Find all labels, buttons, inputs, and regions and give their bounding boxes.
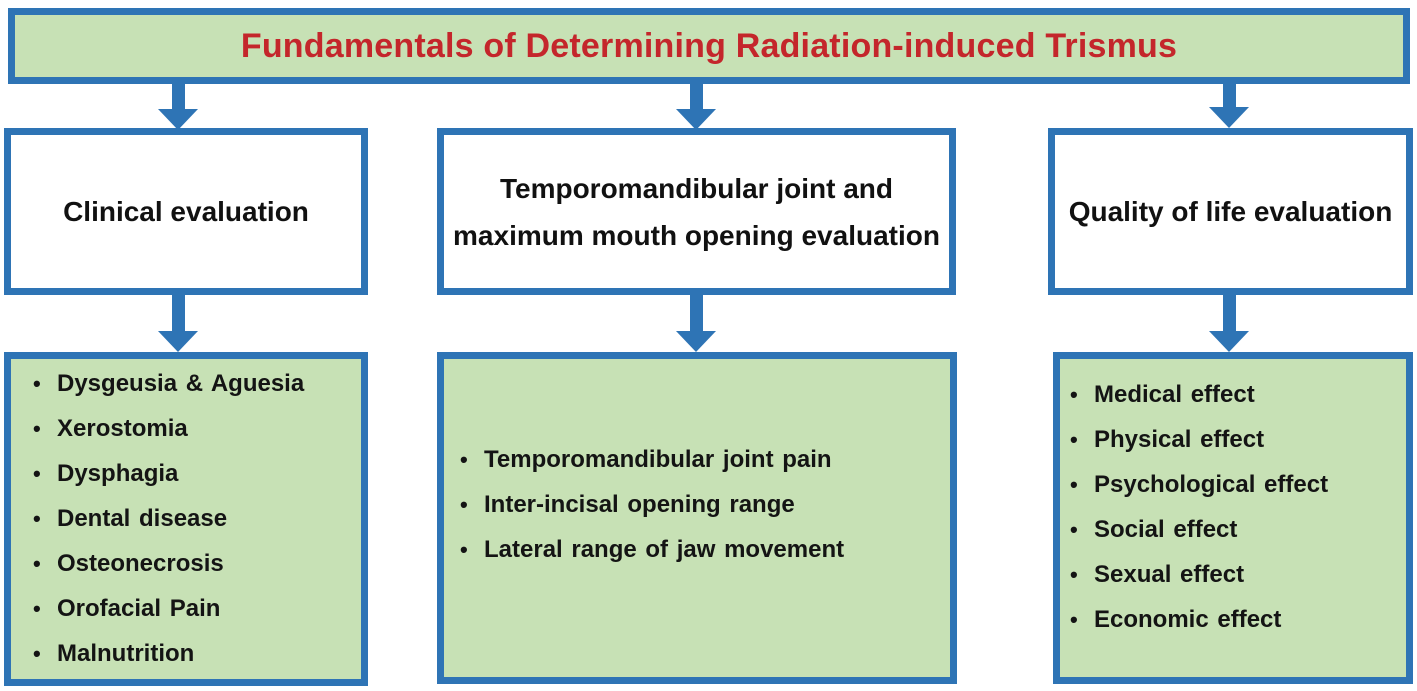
list-item: • Malnutrition: [27, 640, 355, 668]
list-item-label: Sexual effect: [1094, 561, 1245, 588]
bullet-icon: •: [1070, 562, 1078, 587]
header-box-clinical-evaluation: Clinical evaluation: [4, 128, 368, 295]
list-item: • Psychological effect: [1064, 471, 1402, 499]
list-item-label: Lateral range of jaw movement: [484, 536, 845, 563]
list-box-tmj-measurements: • Temporomandibular joint pain • Inter-inc…: [437, 352, 957, 684]
list-item: • Social effect: [1064, 516, 1402, 544]
list-item: • Medical effect: [1064, 381, 1402, 409]
list-item: • Temporomandibular joint pain: [454, 446, 944, 474]
list-item-label: Inter-incisal opening range: [484, 491, 795, 518]
list-item: • Physical effect: [1064, 426, 1402, 454]
list-item: • Osteonecrosis: [27, 550, 355, 578]
list-item-label: Dysgeusia & Aguesia: [57, 370, 305, 397]
header-text: Clinical evaluation: [63, 196, 309, 227]
bullet-icon: •: [460, 537, 468, 562]
list-item: • Economic effect: [1064, 606, 1402, 634]
bullet-list: • Temporomandibular joint pain • Inter-inc…: [444, 359, 950, 677]
bullet-icon: •: [1070, 607, 1078, 632]
list-item-label: Temporomandibular joint pain: [484, 446, 832, 473]
header-box-quality-of-life-evaluation: Quality of life evaluation: [1048, 128, 1413, 295]
header-box-tmj-mouth-opening-evaluation: Temporomandibular joint and maximum mouth…: [437, 128, 956, 295]
list-item-label: Psychological effect: [1094, 471, 1329, 498]
bullet-icon: •: [33, 461, 41, 486]
down-arrow-icon: [676, 295, 716, 352]
down-arrow-icon: [158, 84, 198, 130]
down-arrow-icon: [1209, 295, 1249, 352]
list-item: • Inter-incisal opening range: [454, 491, 944, 519]
list-item: • Lateral range of jaw movement: [454, 536, 944, 564]
list-item-label: Physical effect: [1094, 426, 1265, 453]
bullet-icon: •: [1070, 472, 1078, 497]
bullet-list: • Dysgeusia & Aguesia • Xerostomia • Dyspha…: [11, 359, 361, 679]
header-text: Quality of life evaluation: [1068, 196, 1393, 227]
bullet-icon: •: [460, 447, 468, 472]
header-text: Temporomandibular joint and: [499, 172, 894, 204]
list-box-clinical-findings: • Dysgeusia & Aguesia • Xerostomia • Dyspha…: [4, 352, 368, 686]
page-title: Fundamentals of Determining Radiation-in…: [240, 26, 1178, 65]
header-text: maximum mouth opening evaluation: [453, 219, 940, 251]
bullet-icon: •: [33, 551, 41, 576]
list-item: • Xerostomia: [27, 415, 355, 443]
bullet-icon: •: [1070, 382, 1078, 407]
list-item-label: Dental disease: [57, 505, 228, 532]
bullet-icon: •: [33, 371, 41, 396]
list-item-label: Social effect: [1094, 516, 1238, 543]
bullet-list: • Medical effect • Physical effect • Psycho…: [1060, 359, 1406, 677]
bullet-icon: •: [460, 492, 468, 517]
list-item: • Dental disease: [27, 505, 355, 533]
list-item: • Sexual effect: [1064, 561, 1402, 589]
bullet-icon: •: [33, 641, 41, 666]
list-item-label: Malnutrition: [57, 640, 195, 667]
list-item: • Dysphagia: [27, 460, 355, 488]
list-box-quality-of-life-effects: • Medical effect • Physical effect • Psycho…: [1053, 352, 1413, 684]
bullet-icon: •: [1070, 427, 1078, 452]
list-item: • Orofacial Pain: [27, 595, 355, 623]
bullet-icon: •: [33, 506, 41, 531]
down-arrow-icon: [158, 295, 198, 352]
list-item-label: Medical effect: [1094, 381, 1255, 408]
list-item-label: Xerostomia: [57, 415, 188, 442]
list-item-label: Osteonecrosis: [57, 550, 224, 577]
down-arrow-icon: [676, 84, 716, 130]
list-item: • Dysgeusia & Aguesia: [27, 370, 355, 398]
list-item-label: Dysphagia: [57, 460, 179, 487]
down-arrow-icon: [1209, 81, 1249, 128]
list-item-label: Orofacial Pain: [57, 595, 221, 622]
title-banner: Fundamentals of Determining Radiation-in…: [8, 8, 1410, 84]
bullet-icon: •: [1070, 517, 1078, 542]
bullet-icon: •: [33, 596, 41, 621]
list-item-label: Economic effect: [1094, 606, 1282, 633]
bullet-icon: •: [33, 416, 41, 441]
